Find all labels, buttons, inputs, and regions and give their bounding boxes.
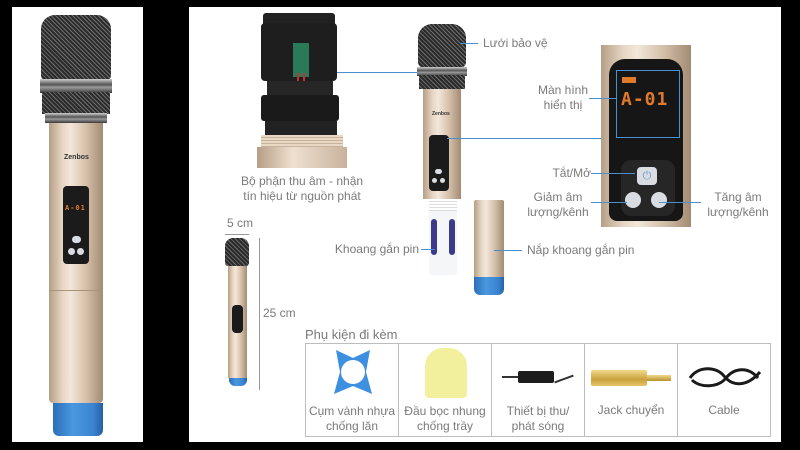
display-panel-leader-line [447,138,619,139]
accessory-foam-cover: Đầu bọc nhung chống trầy [399,344,492,436]
vol-up-leader-line [659,202,701,203]
display-leader-line [589,98,617,99]
height-dimension-label: 25 cm [263,306,296,320]
led-display: A-01 [65,204,86,212]
vol-down-label: Giảm âm lượng/kênh [527,190,589,219]
center-mic-grille [418,24,466,68]
center-mic-grille-lower [419,75,465,89]
mic-grille-lower [42,92,110,114]
size-mic-grille [225,238,249,266]
center-brand-logo: Zenbos [432,111,450,117]
closeup-volume-up-button[interactable] [651,192,667,208]
closeup-volume-down-button[interactable] [625,192,641,208]
size-mic-panel [232,305,243,333]
battery-cover-cap [474,277,504,295]
grille-leader-line [460,43,478,44]
receiver-leader-line [337,72,419,73]
brand-logo: Zenbos [64,154,89,161]
display-highlight-box [616,70,680,138]
accessories-title: Phụ kiện đi kèm [305,327,398,342]
accessory-cable: Cable [678,344,770,436]
volume-down-button[interactable] [68,248,75,255]
battery-level-indicator [622,77,636,83]
vol-down-leader-line [591,202,627,203]
center-mic-ring [417,67,467,76]
circuit-board [293,43,309,77]
closeup-led-display: A-01 [621,89,669,110]
accessories-table: Cụm vành nhựa chống lăn Đầu bọc nhung ch… [305,343,771,437]
power-button[interactable] [72,236,81,243]
volume-up-button[interactable] [77,248,84,255]
control-closeup-image: A-01 ⏻ [601,45,691,227]
body-seam [49,290,103,291]
adapter-jack-icon [591,370,675,386]
battery-cover-label: Nắp khoang gắn pin [527,243,635,257]
closeup-power-button[interactable]: ⏻ [637,167,657,185]
cable-icon [688,367,762,388]
battery-bay-image [429,199,457,275]
accessory-receiver-device: Thiết bị thu/ phát sóng [492,344,585,436]
vol-up-label: Tăng âm lượng/kênh [707,190,769,219]
power-leader-line [591,173,635,174]
mic-grille [41,15,111,81]
mic-grille-ring [40,79,112,93]
battery-cover-leader-line [494,250,522,251]
anti-roll-ring-icon [334,350,372,394]
foam-cover-icon [425,348,467,398]
height-dimension-arrow [259,238,260,390]
product-detail-diagram: Bộ phận thu âm - nhận tín hiệu từ nguồn … [189,7,781,442]
battery-cover-image [474,200,504,278]
receiver-device-icon [502,370,576,384]
width-dimension-arrow [225,234,249,235]
battery-bay-leader-line [421,249,435,250]
power-label: Tắt/Mở [552,166,591,180]
accessory-adapter-jack: Jack chuyển [585,344,678,436]
product-image-main: Zenbos A-01 [12,7,143,442]
receiver-label: Bộ phận thu âm - nhận tín hiệu từ nguồn … [240,174,364,203]
display-label: Màn hình hiển thị [537,83,589,112]
size-mic-cap [229,378,247,386]
width-dimension-label: 5 cm [227,216,254,230]
accessory-anti-roll-ring: Cụm vành nhựa chống lăn [306,344,399,436]
center-control-panel [429,135,449,191]
mic-neck-ring [45,113,107,123]
battery-bay-label: Khoang gắn pin [334,242,419,256]
grille-label: Lưới bảo vệ [483,36,548,50]
mic-bottom-cap [53,403,103,436]
mic-control-panel: A-01 [63,186,89,264]
power-icon: ⏻ [642,169,652,182]
receiver-unit-image [257,13,347,168]
